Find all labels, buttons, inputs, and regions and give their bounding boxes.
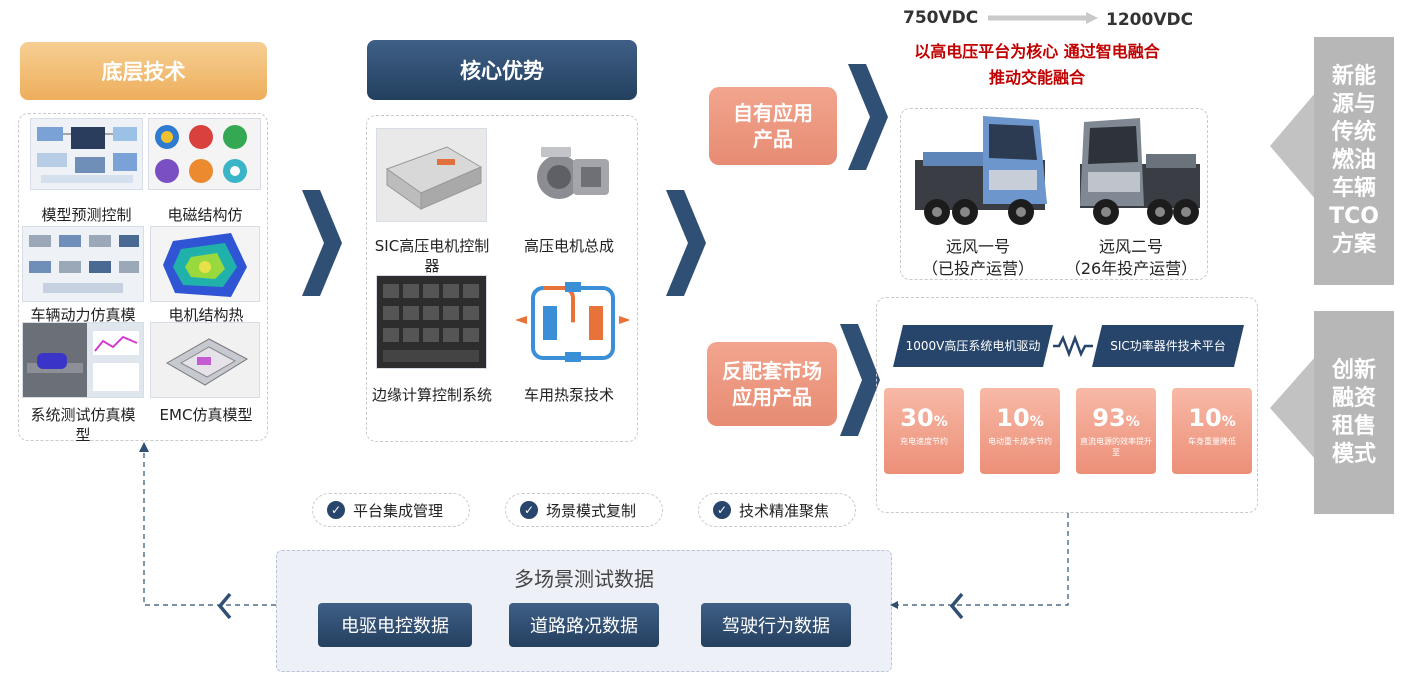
metric-value: 10 (1188, 404, 1222, 432)
metric-desc: 直流电源的效率提升至 (1080, 437, 1152, 457)
test-data-title: 多场景测试数据 (514, 567, 654, 591)
data-button-driver: 驾驶行为数据 (701, 603, 851, 647)
metric-value: 93 (1092, 404, 1126, 432)
sic-controller-image (376, 128, 487, 222)
metric-card: 10% 电动重卡成本节约 (980, 388, 1060, 474)
chevron-left-icon (217, 592, 232, 620)
truck-2-image (1080, 118, 1200, 225)
truck-2-name: 远风二号 (1098, 237, 1163, 256)
trucks-panel (900, 108, 1208, 280)
tco-block: 新能源与传统燃油车辆TCO方案 (1314, 37, 1394, 285)
col1-label-5: 系统测试仿真模型 (30, 406, 136, 444)
lease-text: 创新融资租售模式 (1331, 357, 1376, 467)
col1-label-4: 电机结构热 (168, 306, 244, 324)
lease-block: 创新融资租售模式 (1314, 311, 1394, 514)
check-icon: ✓ (520, 501, 538, 519)
pill-label: 场景模式复制 (546, 501, 637, 520)
voltage-arrow (988, 12, 1098, 24)
col2-label-3: 边缘计算控制系统 (372, 386, 493, 404)
spring-connector-icon (1053, 334, 1093, 358)
truck-1-status: （已投产运营） (921, 259, 1034, 278)
metric-value: 30 (900, 404, 934, 432)
emc-simulation-image (150, 322, 260, 398)
metric-unit: % (1029, 414, 1044, 430)
banner-right-shape (1092, 325, 1244, 367)
arrow-left-icon (1270, 92, 1316, 200)
hv-motor-assembly-image (520, 128, 616, 222)
truck-1-image (915, 116, 1047, 225)
metric-card: 10% 车身重量降低 (1172, 388, 1252, 474)
tco-text: 新能源与传统燃油车辆TCO方案 (1329, 64, 1379, 257)
col1-panel (18, 113, 268, 441)
market-panel (876, 297, 1258, 513)
arrow-left-icon (1270, 356, 1316, 460)
slogan-line-1: 以高电压平台为核心 通过智电融合 (914, 42, 1160, 61)
metric-unit: % (1125, 414, 1140, 430)
vehicle-dynamics-image (22, 226, 144, 302)
system-test-image (22, 322, 144, 398)
col2-label-2: 高压电机总成 (523, 237, 614, 255)
metric-desc: 电动重卡成本节约 (988, 437, 1052, 446)
metric-unit: % (933, 414, 948, 430)
metric-value: 10 (996, 404, 1030, 432)
check-icon: ✓ (713, 501, 731, 519)
own-products-label: 自有应用产品 (709, 87, 837, 165)
col1-header: 底层技术 (20, 42, 267, 100)
col1-label-1: 模型预测控制 (41, 206, 132, 224)
col2-header: 核心优势 (367, 40, 637, 100)
pill-tech: ✓ 技术精准聚焦 (698, 493, 856, 527)
truck-1-name: 远风一号 (945, 237, 1010, 256)
pill-label: 平台集成管理 (353, 501, 444, 520)
data-button-drive: 电驱电控数据 (318, 603, 472, 647)
edge-computing-image (376, 275, 487, 369)
col2-label-1: SIC高压电机控制器 (374, 237, 490, 275)
metric-card: 30% 充电速度节约 (884, 388, 964, 474)
metric-unit: % (1221, 414, 1236, 430)
chevron-right-icon (840, 324, 880, 436)
chevron-right-icon (666, 190, 706, 296)
metric-desc: 充电速度节约 (900, 437, 948, 446)
truck-2-status: （26年投产运营） (1064, 259, 1198, 278)
model-predictive-control-image (30, 118, 143, 190)
pill-label: 技术精准聚焦 (739, 501, 830, 520)
banner-left-shape (893, 325, 1053, 367)
chevron-right-icon (302, 190, 342, 296)
voltage-to: 1200VDC (1106, 10, 1194, 30)
pill-platform: ✓ 平台集成管理 (312, 493, 470, 527)
col1-label-6: EMC仿真模型 (159, 406, 253, 424)
motor-thermal-image (150, 226, 260, 302)
market-products-label: 反配套市场应用产品 (707, 342, 837, 426)
metric-card: 93% 直流电源的效率提升至 (1076, 388, 1156, 474)
slogan-line-2: 推动交能融合 (988, 68, 1085, 87)
pill-scenario: ✓ 场景模式复制 (505, 493, 663, 527)
col1-label-2: 电磁结构仿 (167, 206, 243, 224)
chevron-right-icon (848, 64, 888, 170)
banner-left-text: 1000V高压系统电机驱动 (905, 339, 1041, 353)
heat-pump-image (514, 275, 630, 369)
chevron-left-icon (949, 592, 964, 620)
metric-desc: 车身重量降低 (1188, 437, 1236, 446)
col2-panel (366, 115, 638, 442)
check-icon: ✓ (327, 501, 345, 519)
data-button-road: 道路路况数据 (509, 603, 659, 647)
electromagnetic-simulation-image (148, 118, 261, 190)
banner-right-text: SIC功率器件技术平台 (1110, 339, 1226, 353)
col2-label-4: 车用热泵技术 (523, 386, 614, 404)
voltage-from: 750VDC (903, 8, 979, 28)
